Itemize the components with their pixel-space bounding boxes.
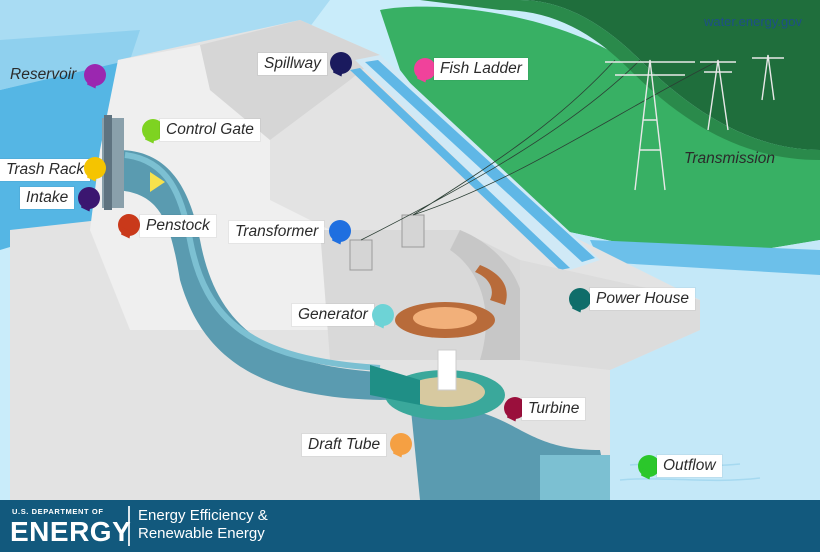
draft-tube-marker bbox=[390, 433, 412, 455]
spillway-marker bbox=[330, 52, 352, 74]
office-name-line1: Energy Efficiency & bbox=[138, 507, 268, 524]
power-lines bbox=[360, 59, 721, 241]
website-label[interactable]: water.energy.gov bbox=[703, 14, 802, 29]
intake-label: Intake bbox=[20, 187, 75, 209]
control-gate-label: Control Gate bbox=[160, 119, 260, 141]
dark-hill bbox=[330, 0, 820, 150]
downstream-water bbox=[560, 230, 820, 500]
control-gate-marker bbox=[142, 119, 164, 141]
generator-marker bbox=[372, 304, 394, 326]
footer-bar bbox=[0, 500, 820, 552]
outflow-label: Outflow bbox=[657, 455, 722, 477]
generator-label: Generator bbox=[292, 304, 374, 326]
river-band bbox=[590, 240, 820, 275]
scroll-case bbox=[370, 365, 420, 405]
fish-ladder-marker bbox=[414, 58, 436, 80]
turbine-runner bbox=[405, 377, 485, 407]
outflow-channel bbox=[540, 455, 610, 500]
penstock-label: Penstock bbox=[140, 215, 216, 237]
outflow-marker bbox=[638, 455, 660, 477]
transmission-label: Transmission bbox=[684, 150, 776, 167]
power-house-marker bbox=[569, 288, 591, 310]
fish-ladder-label: Fish Ladder bbox=[434, 58, 528, 80]
doe-logo-text: ENERGY bbox=[10, 516, 132, 547]
control-gate-structure bbox=[104, 115, 112, 210]
reservoir-far bbox=[0, 30, 140, 90]
trash-rack-marker bbox=[84, 157, 106, 179]
generator-rotor bbox=[413, 307, 477, 329]
penstock-highlight bbox=[124, 152, 381, 371]
turbine-label: Turbine bbox=[522, 398, 586, 420]
powerhouse-roof bbox=[520, 260, 700, 370]
reservoir-label: Reservoir bbox=[10, 66, 77, 83]
transformer-right bbox=[401, 214, 425, 248]
draft-tube-label: Draft Tube bbox=[302, 434, 387, 456]
generator-part bbox=[475, 265, 507, 305]
power-house-label: Power House bbox=[590, 288, 696, 310]
powerhouse-arch bbox=[450, 230, 527, 360]
turbine-shaft bbox=[437, 349, 457, 391]
dam-top bbox=[200, 20, 380, 140]
intake-marker bbox=[78, 187, 100, 209]
transformer-label: Transformer bbox=[229, 221, 325, 243]
transmission-towers bbox=[605, 54, 784, 191]
reservoir-marker bbox=[84, 64, 106, 86]
transformer-left bbox=[349, 239, 373, 271]
penstock-pipe bbox=[110, 150, 390, 400]
turbine-marker bbox=[504, 397, 526, 419]
flow-arrow bbox=[150, 172, 165, 192]
spillway-label: Spillway bbox=[258, 53, 327, 75]
dam-face bbox=[90, 45, 330, 330]
trash-rack-label: Trash Rack bbox=[0, 159, 91, 181]
penstock-marker bbox=[118, 214, 140, 236]
spillway-water-2 bbox=[350, 68, 570, 270]
transformer-marker bbox=[329, 220, 351, 242]
footer-divider bbox=[128, 506, 130, 546]
office-name-line2: Renewable Energy bbox=[138, 525, 265, 542]
doe-logo-small-text: U.S. DEPARTMENT OF bbox=[12, 507, 104, 516]
spillway-water-1 bbox=[365, 60, 595, 262]
